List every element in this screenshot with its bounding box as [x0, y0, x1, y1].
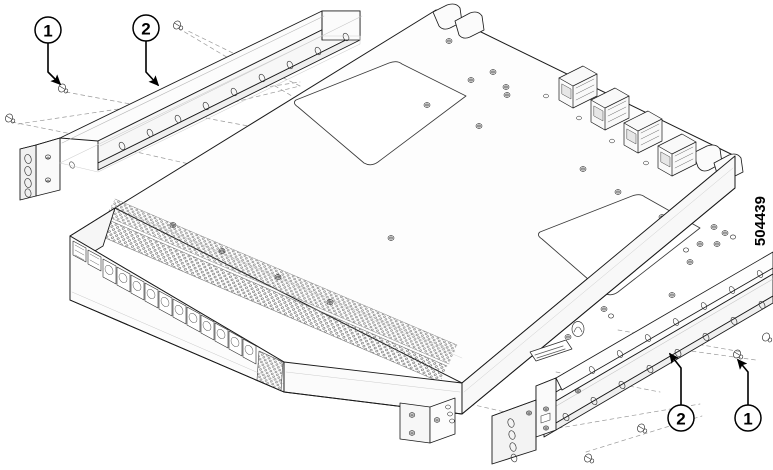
management-port-block	[72, 240, 102, 272]
screw-icon	[173, 20, 184, 31]
connector-module	[657, 133, 697, 177]
rack-rail-upper-left	[19, 10, 363, 201]
switch-chassis	[69, 3, 744, 444]
front-port-row	[102, 258, 257, 365]
callout-2-bottom[interactable]: 2	[667, 352, 695, 432]
screw-icon	[637, 423, 648, 434]
screw-icon	[584, 453, 595, 464]
callout-1-bottom[interactable]: 1	[734, 358, 762, 432]
callout-2-top[interactable]: 2	[132, 14, 160, 87]
screw-icon	[762, 332, 773, 343]
screw-icon	[5, 113, 16, 124]
chassis-front-corner-bracket	[399, 397, 456, 444]
callout-1-top-label: 1	[43, 22, 52, 41]
callout-1-bottom-label: 1	[743, 410, 752, 429]
rack-ear-bracket-right	[491, 377, 581, 465]
figure-number: 504439	[752, 196, 769, 247]
rear-connector-modules	[558, 65, 697, 177]
screw-icon	[733, 349, 744, 360]
side-label-plate	[529, 339, 573, 362]
connector-module	[623, 110, 663, 154]
connector-module	[558, 65, 598, 109]
rack-rail-lower-right	[491, 251, 773, 465]
connector-module	[590, 87, 630, 131]
screw-icon	[58, 83, 69, 94]
mounting-screws	[5, 20, 773, 464]
side-emblem	[571, 321, 585, 337]
callout-group: 1 2 2 1	[34, 14, 762, 432]
rear-mounting-tabs	[432, 3, 744, 181]
callout-2-bottom-label: 2	[676, 410, 685, 429]
rack-ear-bracket-left	[19, 137, 75, 201]
callout-2-top-label: 2	[141, 20, 150, 39]
callout-1-top[interactable]: 1	[34, 16, 62, 86]
illustration-body: 1 2 2 1	[5, 3, 773, 465]
